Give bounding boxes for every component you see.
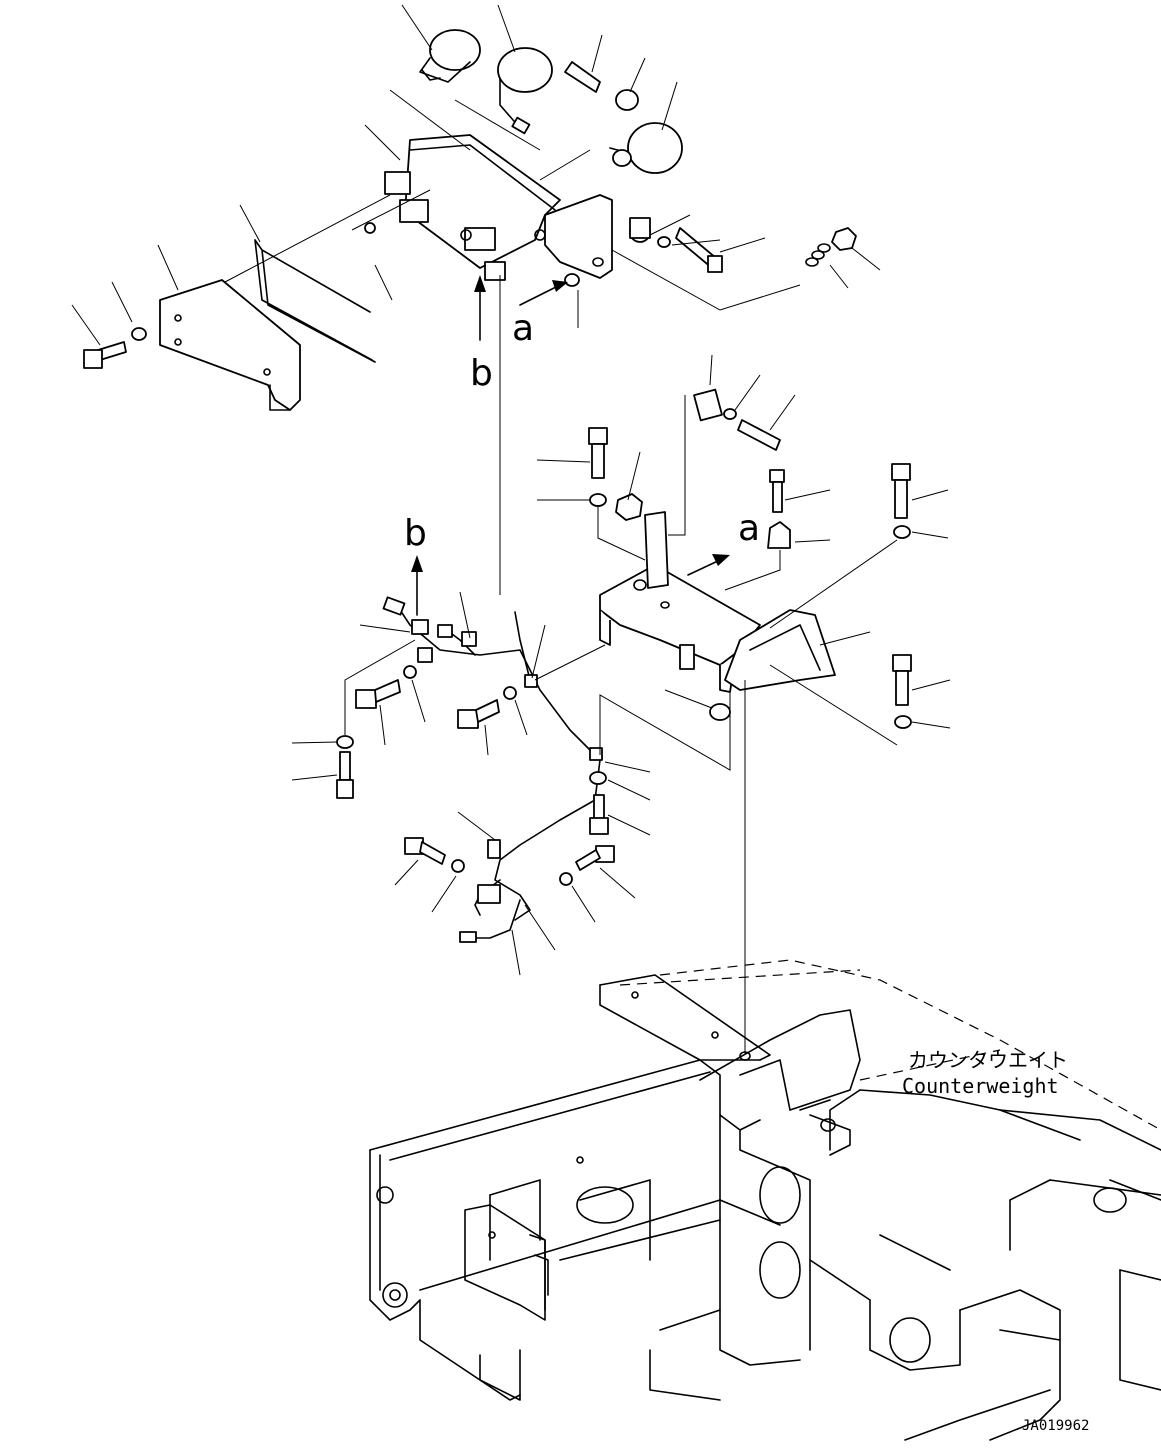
bolt-vertical-2 [769,469,785,513]
lamp-left [419,29,481,83]
bolt-top-right [675,227,723,273]
bolt-cover [83,327,147,369]
arrow-b-mid [411,555,423,616]
spring-washer [805,243,831,267]
wire-harness [382,596,603,943]
counterweight-outline [619,959,1161,1131]
bolt-vertical-3 [891,463,911,539]
caption-english: Counterweight [902,1074,1059,1098]
arrow-a-mid [687,554,730,576]
leader-lines-top [71,4,881,346]
bolt-vertical-1 [588,427,608,507]
gasket [254,239,376,363]
spacer-mid [693,388,781,451]
nut-top-right [831,227,857,251]
lamp-center [497,47,553,135]
arrow-a-top [519,280,568,306]
mount-bracket [599,511,761,721]
callout-label-b-top: b [470,353,493,394]
drawing-id: JA019962 [1022,1418,1089,1434]
cap-ball [615,89,639,111]
leader-lines-mid [291,354,951,976]
lamp-right [609,122,683,174]
washer-a [564,236,671,287]
caption-japanese: カウンタウエイト [908,1048,1068,1072]
cover-plate [159,279,301,411]
mid-fasteners [336,665,615,886]
callout-label-a-mid: a [738,508,760,549]
assembly-lines-mid [344,395,898,1055]
small-dot [364,222,376,234]
assembly-lines-top [224,89,801,595]
nut-mid [615,493,643,521]
screw-small [564,61,601,93]
machine-frame [369,974,1161,1441]
callout-label-b-mid: b [404,513,427,554]
lamp-bracket [384,134,613,281]
arrow-b-top [474,275,486,341]
callout-label-a-top: a [512,308,534,349]
rubber-stopper [767,521,791,549]
bolt-vertical-4 [892,654,912,729]
spacer-top [629,217,651,243]
